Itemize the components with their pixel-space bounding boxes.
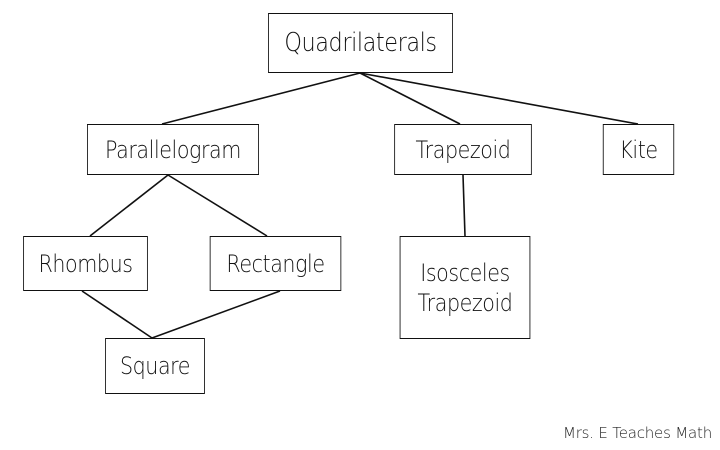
edge-quadrilaterals-parallelogram: [161, 72, 361, 125]
node-rhombus: Rhombus: [23, 236, 148, 291]
node-label-rhombus: Rhombus: [38, 249, 133, 278]
node-label-isosceles-line1: Isosceles: [420, 258, 510, 287]
node-label-quadrilaterals: Quadrilaterals: [284, 27, 437, 58]
edge-quadrilaterals-trapezoid: [359, 72, 461, 125]
node-trapezoid: Trapezoid: [394, 124, 532, 175]
node-isosceles-trapezoid: Isosceles Trapezoid: [399, 236, 531, 339]
edge-parallelogram-rhombus: [89, 174, 169, 237]
node-square: Square: [105, 338, 205, 394]
node-kite: Kite: [602, 124, 675, 175]
node-label-kite: Kite: [619, 135, 658, 164]
node-label-trapezoid: Trapezoid: [415, 135, 511, 164]
node-label-parallelogram: Parallelogram: [105, 135, 241, 164]
edge-parallelogram-rectangle: [167, 174, 268, 237]
node-parallelogram: Parallelogram: [87, 124, 259, 175]
edge-rhombus-square: [81, 290, 153, 339]
edge-quadrilaterals-kite: [359, 72, 639, 125]
node-label-isosceles-line2: Trapezoid: [417, 288, 513, 317]
node-rectangle: Rectangle: [209, 236, 342, 291]
credit-text: Mrs. E Teaches Math: [562, 424, 712, 442]
node-label-rectangle: Rectangle: [226, 249, 325, 278]
node-quadrilaterals: Quadrilaterals: [268, 13, 453, 73]
node-label-isosceles-trapezoid: Isosceles Trapezoid: [418, 258, 513, 318]
node-label-square: Square: [119, 352, 191, 380]
edge-trapezoid-isosceles-trapezoid: [462, 174, 466, 237]
edge-rectangle-square: [151, 290, 281, 339]
